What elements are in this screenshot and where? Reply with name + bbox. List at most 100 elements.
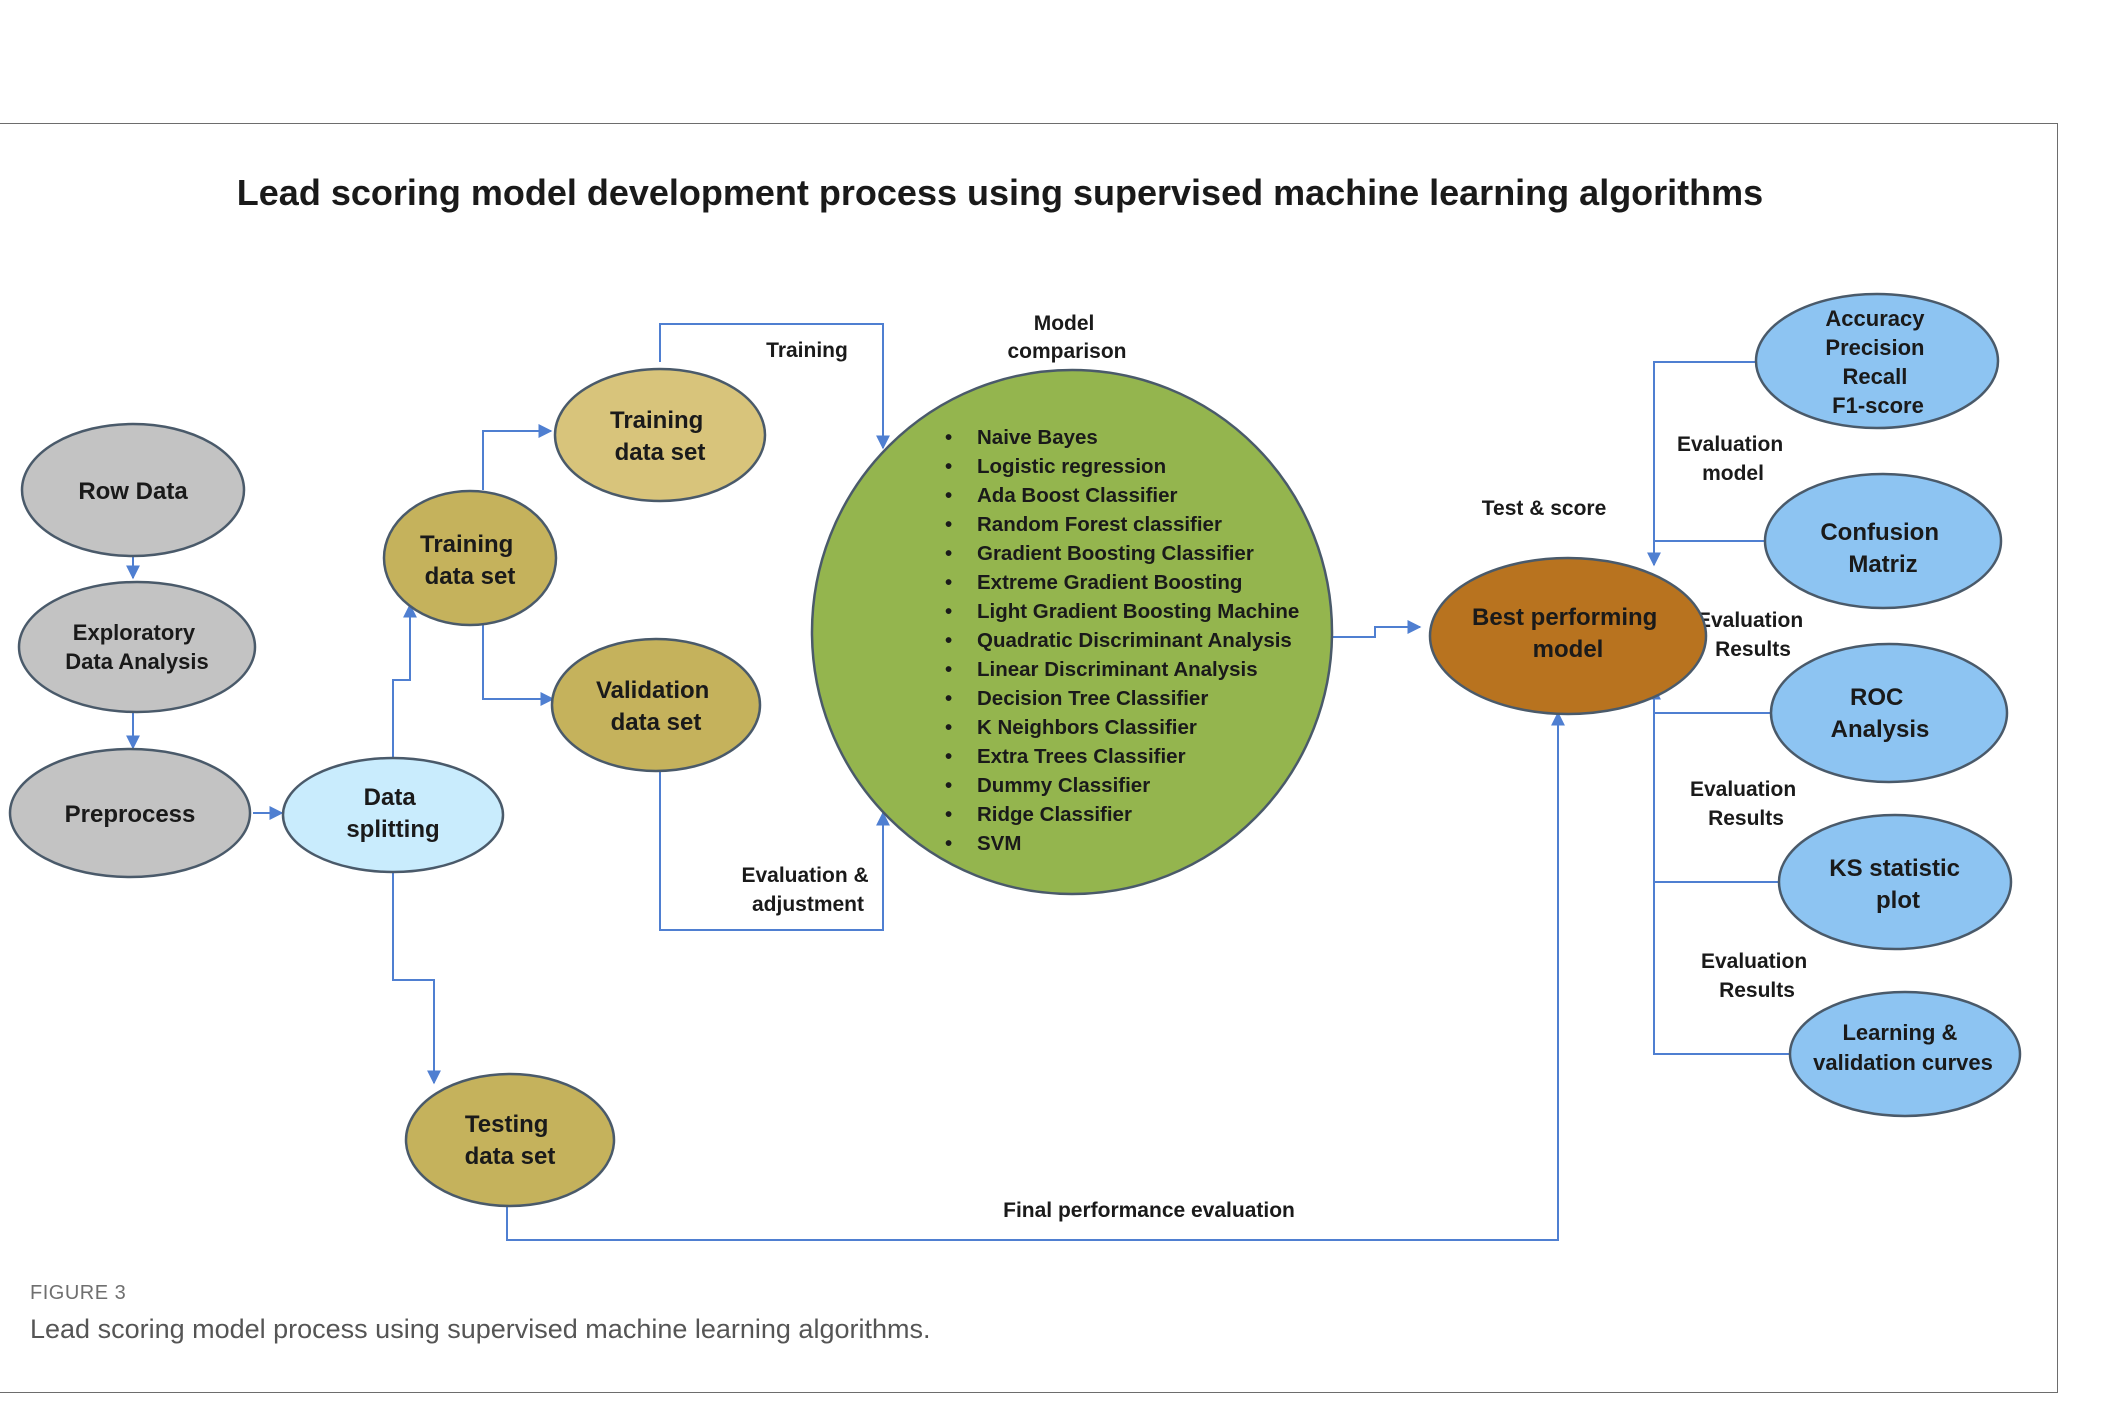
node-validation-set-shape xyxy=(550,637,762,773)
algorithm-name: Quadratic Discriminant Analysis xyxy=(977,629,1292,652)
algorithm-name: Linear Discriminant Analysis xyxy=(977,658,1258,681)
edge-validation-to-models xyxy=(659,766,890,931)
label-eval-results-3: Evaluation Results xyxy=(1701,950,1813,1002)
label-final-evaluation: Final performance evaluation xyxy=(1003,1199,1295,1222)
svg-text:•: • xyxy=(945,600,952,623)
label-model-comparison: Model comparison xyxy=(1007,312,1126,363)
svg-text:•: • xyxy=(945,513,952,536)
node-learning-curves: Learning & validation curves xyxy=(1788,990,2022,1118)
label-training: Training xyxy=(766,339,848,362)
svg-text:•: • xyxy=(945,484,952,507)
node-best-model-label: Best performing model xyxy=(1472,604,1664,663)
diagram-title: Lead scoring model development process u… xyxy=(237,172,1763,213)
node-row-data-shape xyxy=(20,422,246,558)
algorithm-name: SVM xyxy=(977,832,1021,855)
node-eda: Exploratory Data Analysis xyxy=(17,580,257,714)
node-preprocess-shape xyxy=(8,747,252,879)
algorithm-name: Ridge Classifier xyxy=(977,803,1132,826)
node-metrics-shape xyxy=(1754,292,2000,430)
edges xyxy=(126,323,1790,1241)
node-testing-set: Testing data set xyxy=(404,1072,616,1208)
node-training-set-mid: Training data set xyxy=(382,489,558,627)
node-testing-set-label: Testing data set xyxy=(465,1111,556,1170)
algorithm-name: Gradient Boosting Classifier xyxy=(977,542,1254,565)
label-test-score: Test & score xyxy=(1482,497,1607,520)
node-eda-label: Exploratory Data Analysis xyxy=(65,620,208,674)
algorithm-item: • Random Forest classifier xyxy=(945,513,1222,536)
edge-models-to-best xyxy=(1330,620,1422,638)
edge-curves-feedback xyxy=(1647,685,1790,1055)
edge-training-to-training-top xyxy=(482,424,553,490)
node-eda-shape xyxy=(17,580,257,714)
algorithm-item: •Extreme Gradient Boosting xyxy=(945,571,1242,594)
node-metrics: Accuracy Precision Recall F1-score xyxy=(1754,292,2000,430)
algorithm-item: • Quadratic Discriminant Analysis xyxy=(945,629,1292,652)
algorithm-list: • Naive Bayes • Logistic regression • Ada B… xyxy=(945,426,1299,855)
algorithm-item: • Decision Tree Classifier xyxy=(945,687,1208,710)
algorithm-name: Logistic regression xyxy=(977,455,1166,478)
label-eval-results-2: Evaluation Results xyxy=(1690,778,1802,830)
figure-frame xyxy=(0,123,2058,1393)
label-eval-results-1: Evaluation Results xyxy=(1697,609,1809,661)
algorithm-name: Random Forest classifier xyxy=(977,513,1222,536)
edge-splitting-to-testing xyxy=(392,872,441,1085)
svg-text:•: • xyxy=(945,774,952,797)
node-row-data-label: Row Data xyxy=(78,478,188,505)
svg-text:•: • xyxy=(945,832,952,855)
node-training-set-mid-label: Training data set xyxy=(420,531,520,590)
node-metrics-label: Accuracy Precision Recall F1-score xyxy=(1825,306,1930,418)
algorithm-name: Naive Bayes xyxy=(977,426,1098,449)
svg-text:•: • xyxy=(945,658,952,681)
node-roc-analysis-label: ROC Analysis xyxy=(1831,684,1930,743)
edge-metrics-feedback xyxy=(1647,361,1756,567)
node-data-splitting: Data splitting xyxy=(281,756,505,874)
node-confusion-matrix-shape xyxy=(1763,472,2003,610)
node-testing-set-shape xyxy=(404,1072,616,1208)
algorithm-item: • Dummy Classifier xyxy=(945,774,1150,797)
figure-label: FIGURE 3 xyxy=(30,1282,127,1304)
algorithm-name: Ada Boost Classifier xyxy=(977,484,1178,507)
node-row-data: Row Data xyxy=(20,422,246,558)
edge-testing-to-best xyxy=(506,711,1565,1241)
algorithm-name: Light Gradient Boosting Machine xyxy=(977,600,1299,623)
node-learning-curves-shape xyxy=(1788,990,2022,1118)
svg-text:•: • xyxy=(945,716,952,739)
algorithm-name: K Neighbors Classifier xyxy=(977,716,1197,739)
node-model-comparison: • Naive Bayes • Logistic regression • Ada B… xyxy=(810,368,1334,896)
edge-labels: Training Model comparison Evaluation & a… xyxy=(741,312,1813,1222)
svg-text:•: • xyxy=(945,426,952,449)
node-preprocess-label: Preprocess xyxy=(65,801,196,828)
algorithm-name: Dummy Classifier xyxy=(977,774,1150,797)
node-ks-plot-label: KS statistic plot xyxy=(1829,855,1966,914)
node-validation-set-label: Validation data set xyxy=(596,677,716,736)
algorithm-item: •Extra Trees Classifier xyxy=(945,745,1186,768)
node-roc-analysis: ROC Analysis xyxy=(1769,642,2009,784)
node-ks-plot: KS statistic plot xyxy=(1777,813,2013,951)
svg-text:•: • xyxy=(945,629,952,652)
node-data-splitting-shape xyxy=(281,756,505,874)
svg-text:•: • xyxy=(945,745,952,768)
node-preprocess: Preprocess xyxy=(8,747,252,879)
edge-splitting-to-training xyxy=(392,603,417,758)
algorithm-item: • SVM xyxy=(945,832,1021,855)
edge-training-top-to-models xyxy=(659,323,890,450)
algorithm-item: • K Neighbors Classifier xyxy=(945,716,1197,739)
algorithm-item: • Logistic regression xyxy=(945,455,1166,478)
label-eval-model: Evaluation model xyxy=(1677,433,1789,485)
node-training-set-top-label: Training data set xyxy=(610,407,710,466)
svg-text:•: • xyxy=(945,455,952,478)
edge-training-to-validation xyxy=(482,625,555,706)
node-confusion-matrix: Confusion Matriz xyxy=(1763,472,2003,610)
algorithm-item: • Light Gradient Boosting Machine xyxy=(945,600,1299,623)
algorithm-name: Decision Tree Classifier xyxy=(977,687,1208,710)
node-confusion-matrix-label: Confusion Matriz xyxy=(1820,519,1945,578)
node-model-comparison-shape xyxy=(810,368,1334,896)
node-ks-plot-shape xyxy=(1777,813,2013,951)
node-best-model-shape xyxy=(1428,556,1708,716)
algorithm-name: Extreme Gradient Boosting xyxy=(977,571,1242,594)
node-training-set-top-shape xyxy=(553,367,767,503)
algorithm-item: • Linear Discriminant Analysis xyxy=(945,658,1258,681)
node-best-model: Best performing model xyxy=(1428,556,1708,716)
svg-text:•: • xyxy=(945,687,952,710)
